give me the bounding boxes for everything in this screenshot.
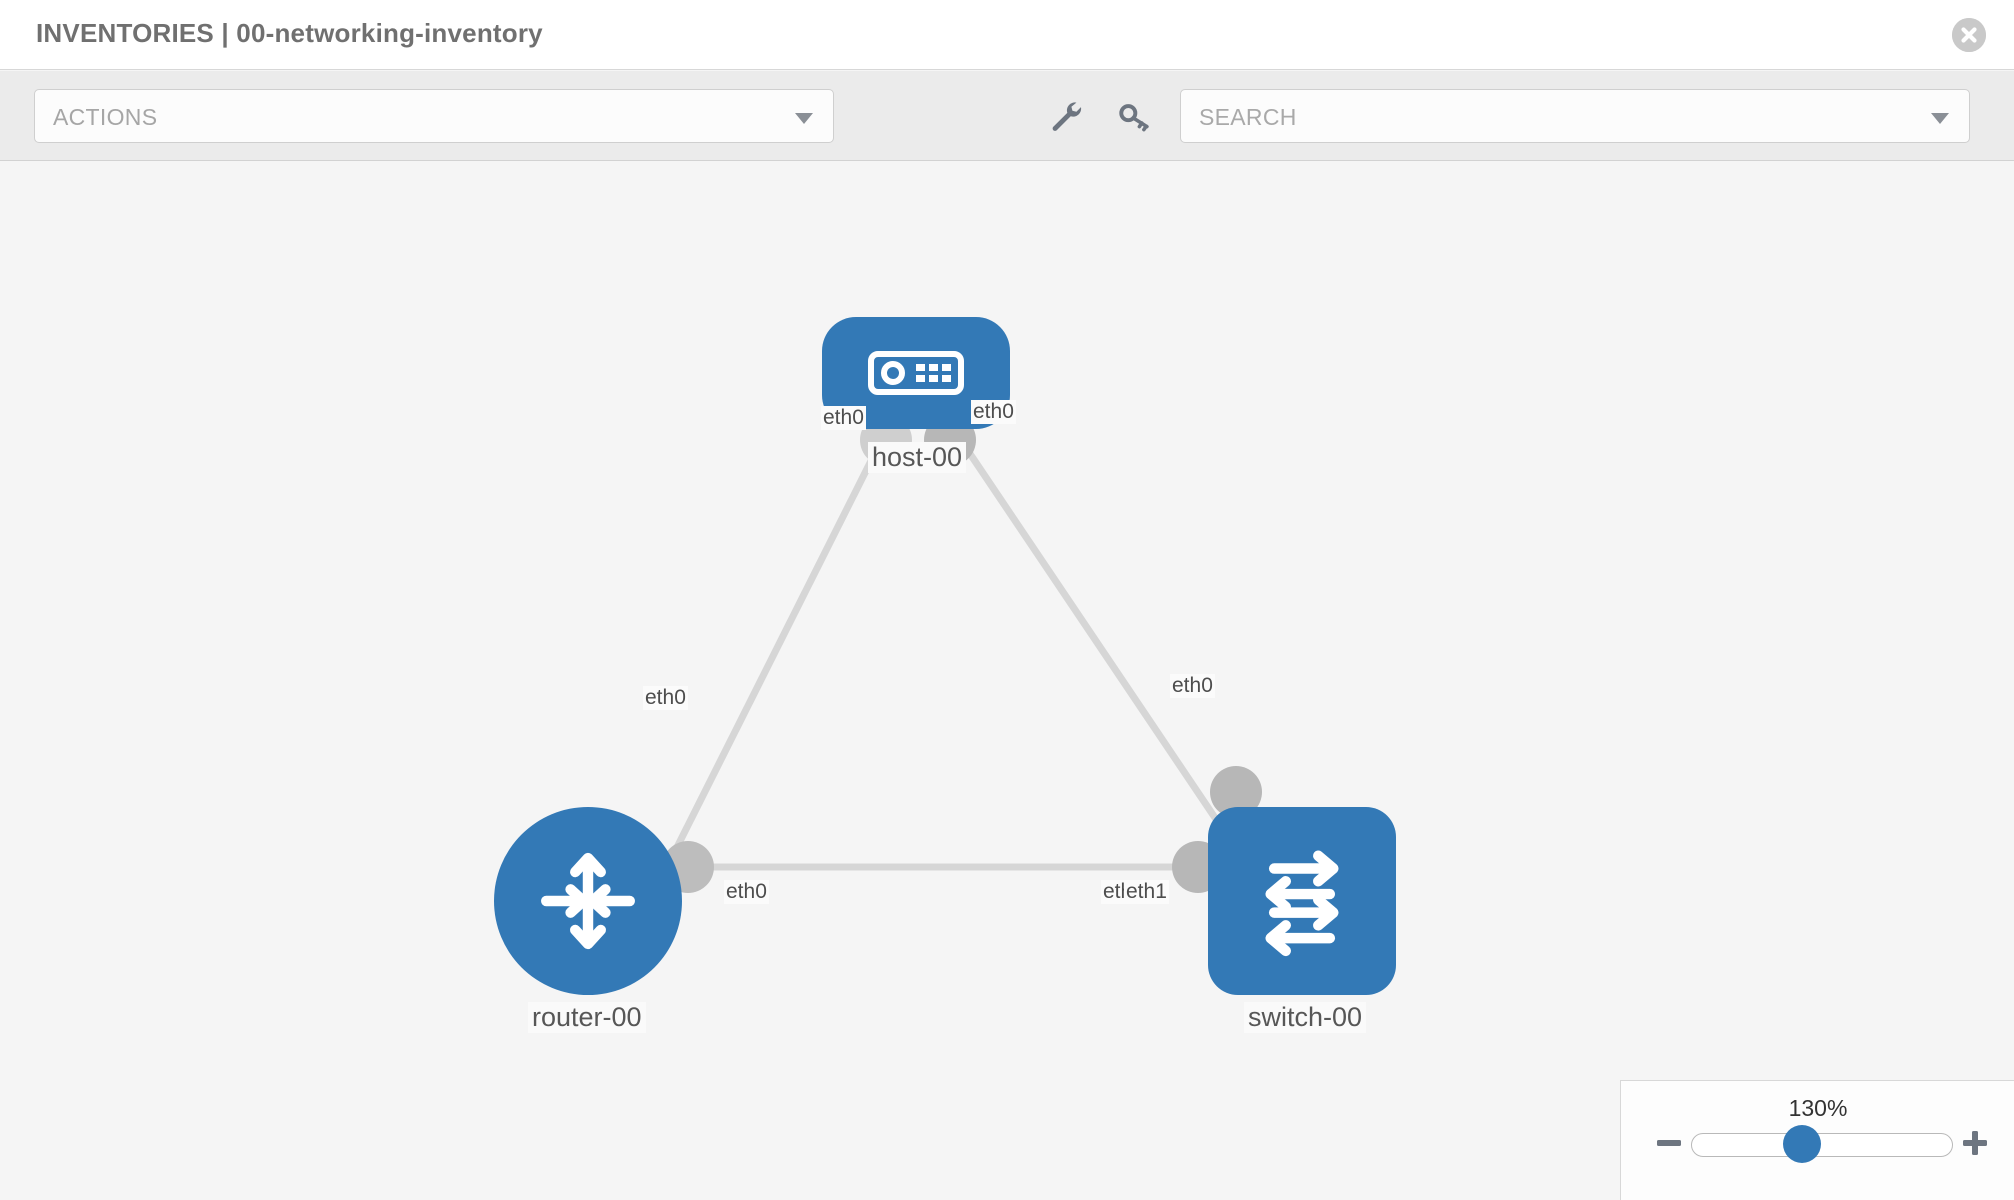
topology-edges: [607, 414, 1262, 921]
edge-label-host-eth0-left: eth0: [821, 406, 866, 430]
actions-dropdown[interactable]: ACTIONS: [34, 89, 834, 143]
plus-icon[interactable]: [1960, 1128, 1990, 1158]
zoom-slider-thumb[interactable]: [1783, 1125, 1821, 1163]
minus-icon[interactable]: [1654, 1128, 1684, 1158]
link-endpoint: [1210, 766, 1262, 818]
zoom-control: 130%: [1620, 1080, 2014, 1200]
zoom-level-value: 130%: [1788, 1095, 1848, 1121]
key-icon[interactable]: [1116, 99, 1152, 135]
edge-label-router-eth0: eth0: [724, 880, 769, 904]
edge-label-host-eth0-right: eth0: [971, 400, 1016, 424]
node-label-router-00: router-00: [528, 1002, 646, 1033]
node-label-host-00: host-00: [868, 442, 967, 473]
switch-node-shape[interactable]: [1208, 807, 1396, 995]
edge-label-router-uplink-eth0: eth0: [643, 686, 688, 710]
toolbar: ACTIONS SEARCH: [0, 71, 2014, 161]
switch-icon: [1265, 850, 1339, 957]
edge-label-switch-eth1: eth1: [1124, 880, 1169, 904]
wrench-icon[interactable]: [1049, 99, 1085, 135]
page-header: INVENTORIES | 00-networking-inventory: [0, 0, 2014, 70]
page-title: INVENTORIES | 00-networking-inventory: [36, 18, 543, 48]
router-icon: [541, 852, 635, 950]
actions-dropdown-label: ACTIONS: [53, 104, 158, 130]
edge-label-switch-uplink-eth0: eth0: [1170, 674, 1215, 698]
server-icon: [868, 351, 964, 395]
router-node-shape[interactable]: [494, 807, 682, 995]
chevron-down-icon: [795, 113, 813, 124]
zoom-slider-track[interactable]: [1691, 1133, 1953, 1157]
search-input[interactable]: SEARCH: [1180, 89, 1970, 143]
chevron-down-icon[interactable]: [1931, 113, 1949, 124]
close-icon[interactable]: [1952, 18, 1986, 52]
search-placeholder: SEARCH: [1199, 104, 1297, 130]
topology-canvas[interactable]: eth0 eth0 eth0 eth0 eth0 eth0 eth1 host-…: [0, 162, 2014, 1200]
node-label-switch-00: switch-00: [1244, 1002, 1367, 1033]
